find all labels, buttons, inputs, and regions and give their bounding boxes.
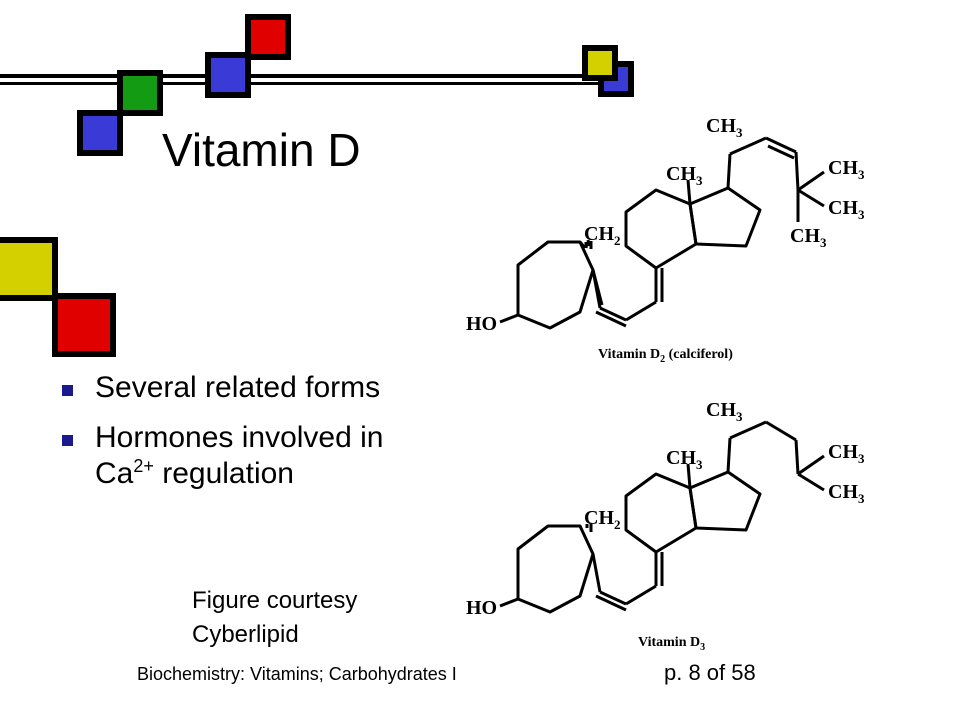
vitamin-d3-structure	[499, 420, 825, 614]
bullet-item: Several related forms	[62, 370, 383, 406]
bullet-text-line2-prefix: Ca	[95, 457, 134, 490]
slide-title: Vitamin D	[162, 124, 361, 176]
d2-ch2-label: CH2	[584, 223, 621, 248]
bullet-text-line2-suffix: regulation	[153, 457, 294, 490]
bullet-icon	[62, 435, 73, 446]
vitamin-d2-structure	[499, 136, 825, 330]
deco-square-yellow-right	[582, 45, 618, 81]
courtesy-line1: Figure courtesy	[192, 587, 358, 614]
deco-square-red-top	[245, 14, 291, 60]
d2-ch3-label-chain: CH3	[706, 115, 743, 140]
d3-caption: Vitamin D3	[638, 635, 705, 653]
bullet-list: Several related forms Hormones involved …	[62, 370, 383, 506]
bullet-text: Hormones involved in	[95, 421, 384, 454]
courtesy-line2: Cyberlipid	[192, 621, 299, 648]
bullet-text: Several related forms	[95, 371, 381, 404]
page-number: p. 8 of 58	[664, 660, 756, 685]
d2-ho-label: HO	[466, 313, 497, 335]
deco-square-blue-left	[77, 110, 123, 156]
bullet-text-sup: 2+	[133, 456, 154, 476]
d2-ch3-label-24: CH3	[790, 225, 827, 250]
d3-ch3-label-chain: CH3	[706, 399, 743, 424]
top-rule-upper	[0, 74, 612, 78]
d3-ch3-label-iso1: CH3	[828, 441, 865, 466]
vitamin-d3-labels: HO CH2 CH3 CH3 CH3 CH3 Vitamin D3	[466, 399, 865, 653]
deco-square-yellow-big	[0, 237, 58, 301]
bullet-item: Hormones involved in Ca2+ regulation	[62, 420, 383, 492]
top-rule-lower	[0, 82, 612, 85]
deco-square-blue-top	[205, 52, 251, 98]
d2-caption: Vitamin D2 (calciferol)	[598, 347, 733, 365]
figure-courtesy: Figure courtesy Cyberlipid	[192, 584, 357, 652]
d2-ch3-label-iso1: CH3	[828, 157, 865, 182]
footer-title: Biochemistry: Vitamins; Carbohydrates I	[137, 664, 457, 684]
d3-ch3-label-angular: CH3	[666, 447, 703, 472]
d3-ch3-label-iso2: CH3	[828, 481, 865, 506]
deco-square-red-big	[52, 293, 116, 357]
vitamin-d-structures-figure: HO CH2 CH3 CH3 CH3 CH3 CH3 Vitamin D2 (c…	[466, 115, 865, 653]
d3-ch2-label: CH2	[584, 507, 621, 532]
deco-square-green	[117, 70, 163, 116]
d3-ho-label: HO	[466, 597, 497, 619]
d2-ch3-label-iso2: CH3	[828, 197, 865, 222]
bullet-icon	[62, 385, 73, 396]
d2-ch3-label-angular: CH3	[666, 163, 703, 188]
vitamin-d2-labels: HO CH2 CH3 CH3 CH3 CH3 CH3 Vitamin D2 (c…	[466, 115, 865, 365]
